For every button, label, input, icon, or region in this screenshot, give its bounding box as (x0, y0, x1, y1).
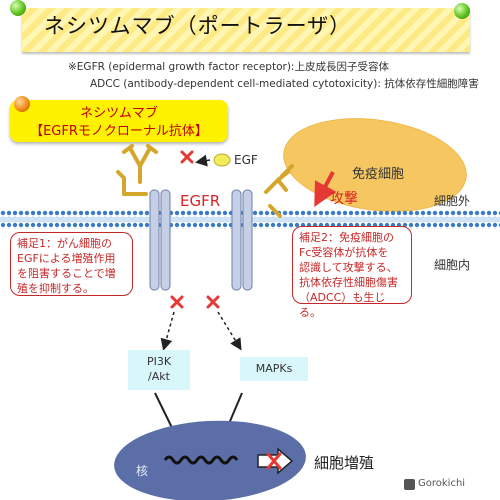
note-egfr: ※EGFR (epidermal growth factor receptor)… (68, 61, 389, 73)
egf-label: EGF (234, 153, 258, 167)
brand-icon (404, 479, 415, 490)
egfr-receptor-left (149, 189, 171, 291)
block-x-egf (180, 150, 194, 164)
callout-2-line: （ADCC）も生じる。 (299, 291, 386, 319)
brand-name: Gorokichi (418, 478, 466, 489)
arrow-to-mapk (217, 311, 242, 351)
inside-label: 細胞内 (434, 258, 471, 272)
note-adcc: ADCC (antibody-dependent cell-mediated c… (90, 78, 479, 90)
drug-class: 【EGFRモノクローナル抗体】 (30, 124, 208, 139)
pin-icon-orange (14, 96, 30, 112)
dna-strand (163, 455, 239, 465)
egf-ligand (213, 153, 231, 167)
antibody-free (122, 144, 158, 184)
nucleus-label: 核 (136, 464, 149, 478)
title-banner (22, 8, 470, 52)
mapk-box: MAPKs (240, 357, 308, 381)
akt-label: /Akt (148, 370, 170, 383)
callout-2-line: 補足2：免疫細胞の (299, 231, 394, 244)
egfr-receptor-right (231, 189, 253, 291)
pin-icon-left (10, 0, 26, 16)
callout-1-line: を阻害することで増 (17, 267, 116, 280)
block-x-left (170, 295, 184, 309)
pi3k-akt-box: PI3K /Akt (128, 350, 190, 390)
callout-2-line: Fc受容体が抗体を (299, 246, 389, 259)
attack-label: 攻撃 (330, 191, 358, 207)
callout-2-line: 抗体依存性細胞傷害 (299, 276, 398, 289)
callout-2-line: 認識して攻撃する、 (299, 261, 398, 274)
pi3k-label: PI3K (146, 355, 172, 368)
callout-1-line: EGFによる増殖作用 (17, 252, 116, 265)
drug-name: ネシツムマブ (80, 106, 158, 121)
arrow-to-pi3k (160, 311, 175, 351)
page-title: ネシツムマブ（ポートラーザ） (44, 14, 352, 38)
drug-box (10, 100, 228, 142)
callout-supplement-1: 補足1：がん細胞の EGFによる増殖作用 を阻害することで増 殖を抑制する。 (10, 232, 133, 296)
proliferation-arrow (257, 447, 294, 475)
callout-1-line: 殖を抑制する。 (17, 282, 94, 295)
nucleus (114, 420, 306, 500)
immune-cell-label: 免疫細胞 (352, 167, 405, 182)
egf-arrow (195, 154, 211, 167)
outside-label: 細胞外 (434, 194, 471, 208)
antibody-bound-right (264, 164, 294, 218)
egfr-label: EGFR (180, 192, 221, 210)
pin-icon-right (454, 3, 470, 19)
callout-supplement-2: 補足2：免疫細胞の Fc受容体が抗体を 認識して攻撃する、 抗体依存性細胞傷害 … (292, 226, 412, 319)
antibody-bound-left (116, 170, 148, 196)
callout-1-line: 補足1：がん細胞の (17, 237, 112, 250)
attack-arrow (314, 171, 337, 208)
block-x-right (206, 295, 220, 309)
proliferation-label: 細胞増殖 (314, 454, 375, 472)
